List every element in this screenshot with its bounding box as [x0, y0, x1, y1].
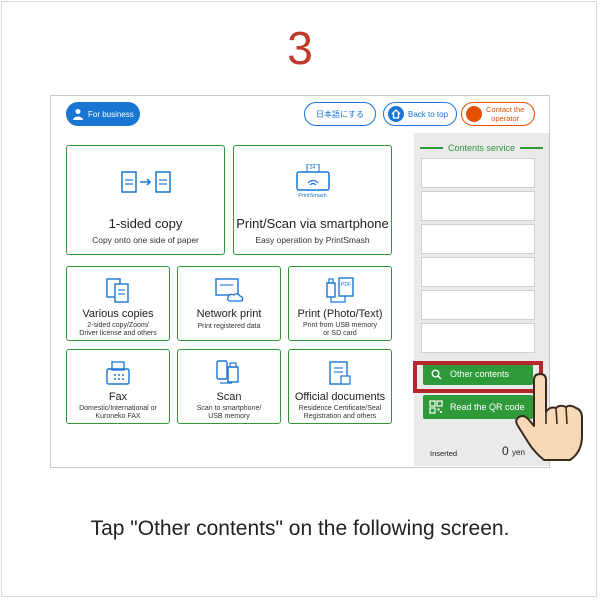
tile-print-photo-sub1: Print from USB memory: [303, 322, 377, 329]
content-slot-6[interactable]: [421, 323, 535, 353]
tile-various-copies-sub2: Driver license and others: [79, 330, 157, 337]
network-print-icon: [215, 278, 244, 302]
read-qr-code-label: Read the QR code: [450, 402, 525, 412]
home-icon: [388, 106, 404, 122]
tile-1-sided-copy[interactable]: 1-sided copy Copy onto one side of paper: [66, 145, 225, 255]
inserted-amount-value: 0: [502, 444, 509, 458]
official-documents-icon: [329, 361, 351, 385]
scan-icon: [216, 360, 239, 384]
operator-icon: [466, 106, 482, 122]
tile-1-sided-copy-sub: Copy onto one side of paper: [92, 235, 199, 245]
read-qr-code-button[interactable]: Read the QR code: [423, 395, 533, 419]
qr-code-icon: [429, 400, 443, 414]
printsmash-icon: 24 PrintSmash: [295, 163, 331, 204]
contents-service-title: Contents service: [447, 143, 516, 153]
operator-line1: Contact the: [486, 105, 525, 114]
tile-network-print-sub: Print registered data: [197, 323, 261, 330]
content-slot-3[interactable]: [421, 224, 535, 254]
operator-line2: operator: [491, 114, 520, 123]
back-to-top-label: Back to top: [408, 109, 449, 119]
kiosk-header: For business 日本語にする Back to top Contact …: [51, 96, 549, 132]
usb-pdf-icon: PDF: [323, 275, 357, 305]
back-to-top-button[interactable]: Back to top: [383, 102, 457, 126]
tile-network-print-title: Network print: [196, 308, 262, 320]
contents-service-heading: Contents service: [420, 143, 543, 153]
tile-fax-sub1: Domestic/International or: [79, 405, 157, 412]
tile-official-documents-title: Official documents: [294, 391, 386, 403]
tile-print-scan-sub: Easy operation by PrintSmash: [255, 235, 370, 245]
tile-print-scan-smartphone[interactable]: 24 PrintSmash Print/Scan via smartphone …: [233, 145, 392, 255]
printsmash-icon-text: PrintSmash: [298, 193, 327, 199]
inserted-label: Inserted: [430, 449, 458, 458]
tile-fax-sub2: Kuroneko FAX: [95, 413, 141, 420]
tile-print-scan-title: Print/Scan via smartphone: [236, 216, 389, 231]
content-slot-2[interactable]: [421, 191, 535, 221]
tile-fax[interactable]: Fax Domestic/International or Kuroneko F…: [66, 349, 170, 424]
japanese-label: 日本語にする: [315, 109, 365, 119]
printsmash-badge: 24: [309, 165, 316, 171]
copy-icon: [120, 171, 171, 193]
content-slot-5[interactable]: [421, 290, 535, 320]
tile-print-photo-sub2: or SD card: [323, 330, 357, 337]
contact-operator-button[interactable]: Contact the operator: [461, 102, 535, 126]
tile-print-photo-title: Print (Photo/Text): [297, 308, 383, 320]
search-icon: [431, 369, 442, 380]
other-contents-label: Other contents: [450, 369, 510, 379]
inserted-amount-unit: yen: [512, 448, 525, 457]
content-slot-1[interactable]: [421, 158, 535, 188]
tile-scan-sub1: Scan to smartphone/: [196, 405, 262, 412]
for-business-button[interactable]: For business: [66, 102, 140, 126]
step-number: 3: [287, 22, 313, 74]
tile-1-sided-copy-title: 1-sided copy: [108, 216, 183, 231]
tile-scan-title: Scan: [216, 391, 242, 403]
tile-various-copies-sub1: 2-sided copy/Zoom/: [87, 322, 149, 329]
tile-various-copies-title: Various copies: [82, 308, 154, 320]
content-slot-4[interactable]: [421, 257, 535, 287]
fax-icon: [106, 361, 130, 385]
tile-official-documents-sub2: Registration and others: [303, 413, 377, 420]
instruction-caption: Tap "Other contents" on the following sc…: [90, 517, 510, 540]
pdf-icon-text: PDF: [341, 282, 351, 288]
tile-scan[interactable]: Scan Scan to smartphone/ USB memory: [177, 349, 281, 424]
kiosk-screen: For business 日本語にする Back to top Contact …: [50, 95, 550, 468]
contents-service-panel: Contents service Other contents Read t: [414, 133, 549, 466]
inserted-amount: 0 yen: [502, 444, 525, 458]
tile-official-documents[interactable]: Official documents Residence Certificate…: [288, 349, 392, 424]
tile-network-print[interactable]: Network print Print registered data: [177, 266, 281, 341]
tile-print-photo-text[interactable]: PDF Print (Photo/Text) Print from USB me…: [288, 266, 392, 341]
tile-scan-sub2: USB memory: [208, 413, 250, 420]
various-copies-icon: [106, 278, 129, 303]
tile-various-copies[interactable]: Various copies 2-sided copy/Zoom/ Driver…: [66, 266, 170, 341]
tile-fax-title: Fax: [108, 391, 128, 403]
other-contents-button[interactable]: Other contents: [423, 363, 533, 385]
pointing-hand-icon: [515, 373, 583, 461]
japanese-button[interactable]: 日本語にする: [304, 102, 376, 126]
for-business-label: For business: [88, 109, 134, 119]
business-user-icon: [73, 109, 83, 120]
tile-official-documents-sub1: Residence Certificate/Seal: [298, 405, 382, 412]
